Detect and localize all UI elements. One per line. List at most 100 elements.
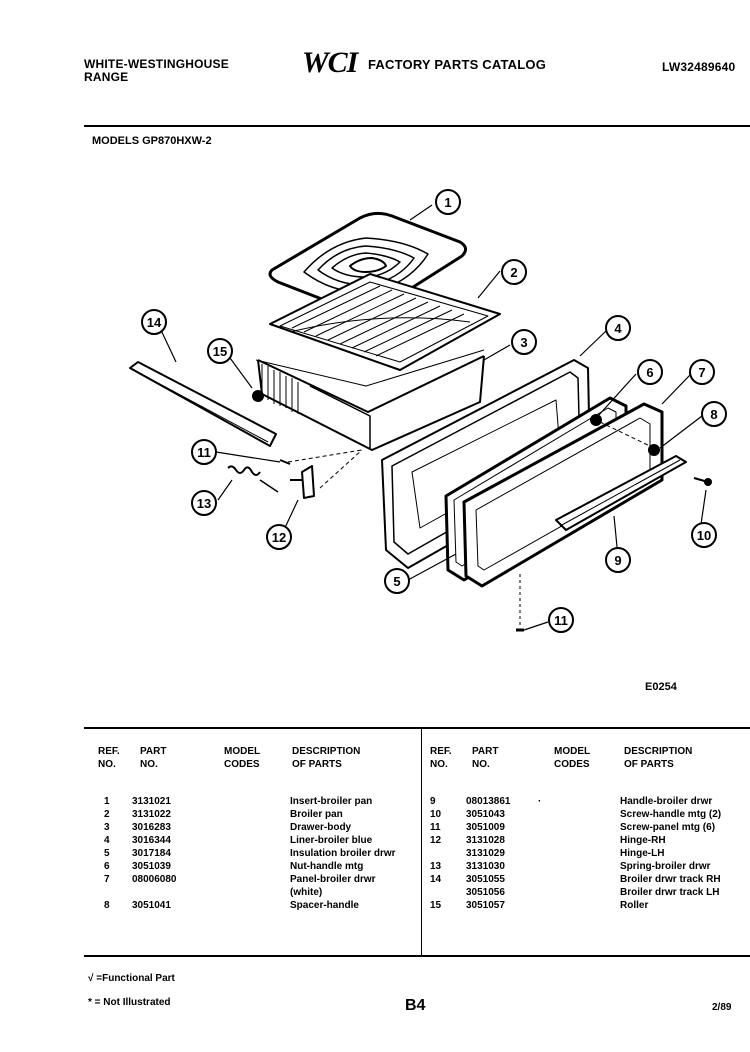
svg-text:7: 7 <box>698 365 705 380</box>
svg-text:5: 5 <box>393 574 400 589</box>
header-desc: DESCRIPTION OF PARTS <box>292 746 361 770</box>
svg-text:6: 6 <box>646 365 653 380</box>
description-cell: Insulation broiler drwr <box>290 848 396 859</box>
ref-cell: 3 <box>104 822 110 833</box>
svg-text:1: 1 <box>444 195 451 210</box>
document-number: LW32489640 <box>662 60 736 74</box>
part-number-cell: 3131022 <box>132 809 171 820</box>
part-number-cell: 3051039 <box>132 861 171 872</box>
catalog-title: FACTORY PARTS CATALOG <box>368 57 547 72</box>
ref-cell: 1 <box>104 796 110 807</box>
part-number-cell: 3016344 <box>132 835 171 846</box>
svg-text:11: 11 <box>197 445 211 460</box>
description-cell: Spring-broiler drwr <box>620 861 711 872</box>
part-number-cell: 3131029 <box>466 848 505 859</box>
models-label: MODELS GP870HXW-2 <box>92 135 212 147</box>
callout-3: 3 <box>511 329 537 355</box>
part-number-cell: 3016283 <box>132 822 171 833</box>
part-number-cell: 3051041 <box>132 900 171 911</box>
drawer-body <box>255 349 485 451</box>
part-number-cell: 08013861 <box>466 796 511 807</box>
callout-4: 4 <box>605 315 631 341</box>
part-number-cell: 3131028 <box>466 835 505 846</box>
figure-id: E0254 <box>645 681 677 693</box>
part-number-cell: 3051056 <box>466 887 505 898</box>
description-cell: (white) <box>290 887 323 898</box>
header-desc-right: DESCRIPTION OF PARTS <box>624 746 693 770</box>
ref-cell: 4 <box>104 835 110 846</box>
description-cell: Spacer-handle <box>290 900 359 911</box>
ref-cell: 6 <box>104 861 110 872</box>
header-model-right: MODEL CODES <box>554 746 591 770</box>
part-number-cell: 3131021 <box>132 796 171 807</box>
spring <box>227 465 261 476</box>
part-number-cell: 08006080 <box>132 874 177 885</box>
description-cell: Broiler drwr track RH <box>620 874 721 885</box>
ref-cell: 15 <box>430 900 442 911</box>
callout-14: 14 <box>141 309 167 335</box>
callout-5: 5 <box>384 568 410 594</box>
header-ref: REF. NO. <box>98 746 120 770</box>
part-number-cell: 3051009 <box>466 822 505 833</box>
callout-6: 6 <box>637 359 663 385</box>
ref-cell: 2 <box>104 809 110 820</box>
not-illustrated-note: * = Not Illustrated <box>88 997 171 1008</box>
callout-15: 15 <box>207 338 233 364</box>
header-rule <box>84 125 750 127</box>
callout-7: 7 <box>689 359 715 385</box>
callout-11b: 11 <box>548 607 574 633</box>
page-number: B4 <box>405 997 426 1014</box>
ref-cell: 12 <box>430 835 442 846</box>
ref-cell: 13 <box>430 861 442 872</box>
roller <box>252 390 264 402</box>
part-number-cell: 3051043 <box>466 809 505 820</box>
ref-cell: 7 <box>104 874 110 885</box>
svg-text:10: 10 <box>697 528 711 543</box>
ref-cell: 5 <box>104 848 110 859</box>
ref-cell: 10 <box>430 809 442 820</box>
ref-cell: 9 <box>430 796 436 807</box>
callout-12: 12 <box>266 524 292 550</box>
brand-line-1: WHITE-WESTINGHOUSE <box>84 57 229 71</box>
description-cell: Drawer-body <box>290 822 352 833</box>
part-number-cell: 3131030 <box>466 861 505 872</box>
part-number-cell: 3051055 <box>466 874 505 885</box>
hinge <box>290 465 315 499</box>
callout-9: 9 <box>605 547 631 573</box>
callout-8: 8 <box>701 401 727 427</box>
broiler-drawer-handle <box>555 455 687 531</box>
callout-2: 2 <box>501 259 527 285</box>
model-code-cell: · <box>538 796 542 807</box>
svg-text:14: 14 <box>147 315 162 330</box>
header-ref-right: REF. NO. <box>430 746 452 770</box>
broiler-pan <box>269 273 501 371</box>
header-part-right: PART NO. <box>472 746 499 770</box>
ref-cell: 11 <box>430 822 441 833</box>
description-cell: Hinge-RH <box>620 835 666 846</box>
callout-13: 13 <box>191 490 217 516</box>
ref-cell: 8 <box>104 900 110 911</box>
svg-text:3: 3 <box>520 335 527 350</box>
exploded-parts-diagram: 1 2 3 4 5 6 7 8 9 10 11 11 12 13 14 15 <box>129 189 727 633</box>
description-cell: Liner-broiler blue <box>290 835 373 846</box>
nut-handle <box>590 414 602 426</box>
description-cell: Panel-broiler drwr <box>290 874 376 885</box>
callout-1: 1 <box>435 189 461 215</box>
description-cell: Handle-broiler drwr <box>620 796 713 807</box>
svg-text:2: 2 <box>510 265 517 280</box>
description-cell: Screw-handle mtg (2) <box>620 809 722 820</box>
svg-text:9: 9 <box>614 553 621 568</box>
description-cell: Nut-handle mtg <box>290 861 364 872</box>
column-divider <box>421 729 422 955</box>
svg-text:15: 15 <box>213 344 227 359</box>
header-model: MODEL CODES <box>224 746 261 770</box>
description-cell: Insert-broiler pan <box>290 796 373 807</box>
callout-10: 10 <box>691 522 717 548</box>
svg-text:8: 8 <box>710 407 717 422</box>
part-number-cell: 3051057 <box>466 900 505 911</box>
functional-part-note: √ =Functional Part <box>88 973 175 984</box>
ref-cell: 14 <box>430 874 442 885</box>
description-cell: Hinge-LH <box>620 848 665 859</box>
callout-11a: 11 <box>191 439 217 465</box>
svg-text:4: 4 <box>614 321 622 336</box>
